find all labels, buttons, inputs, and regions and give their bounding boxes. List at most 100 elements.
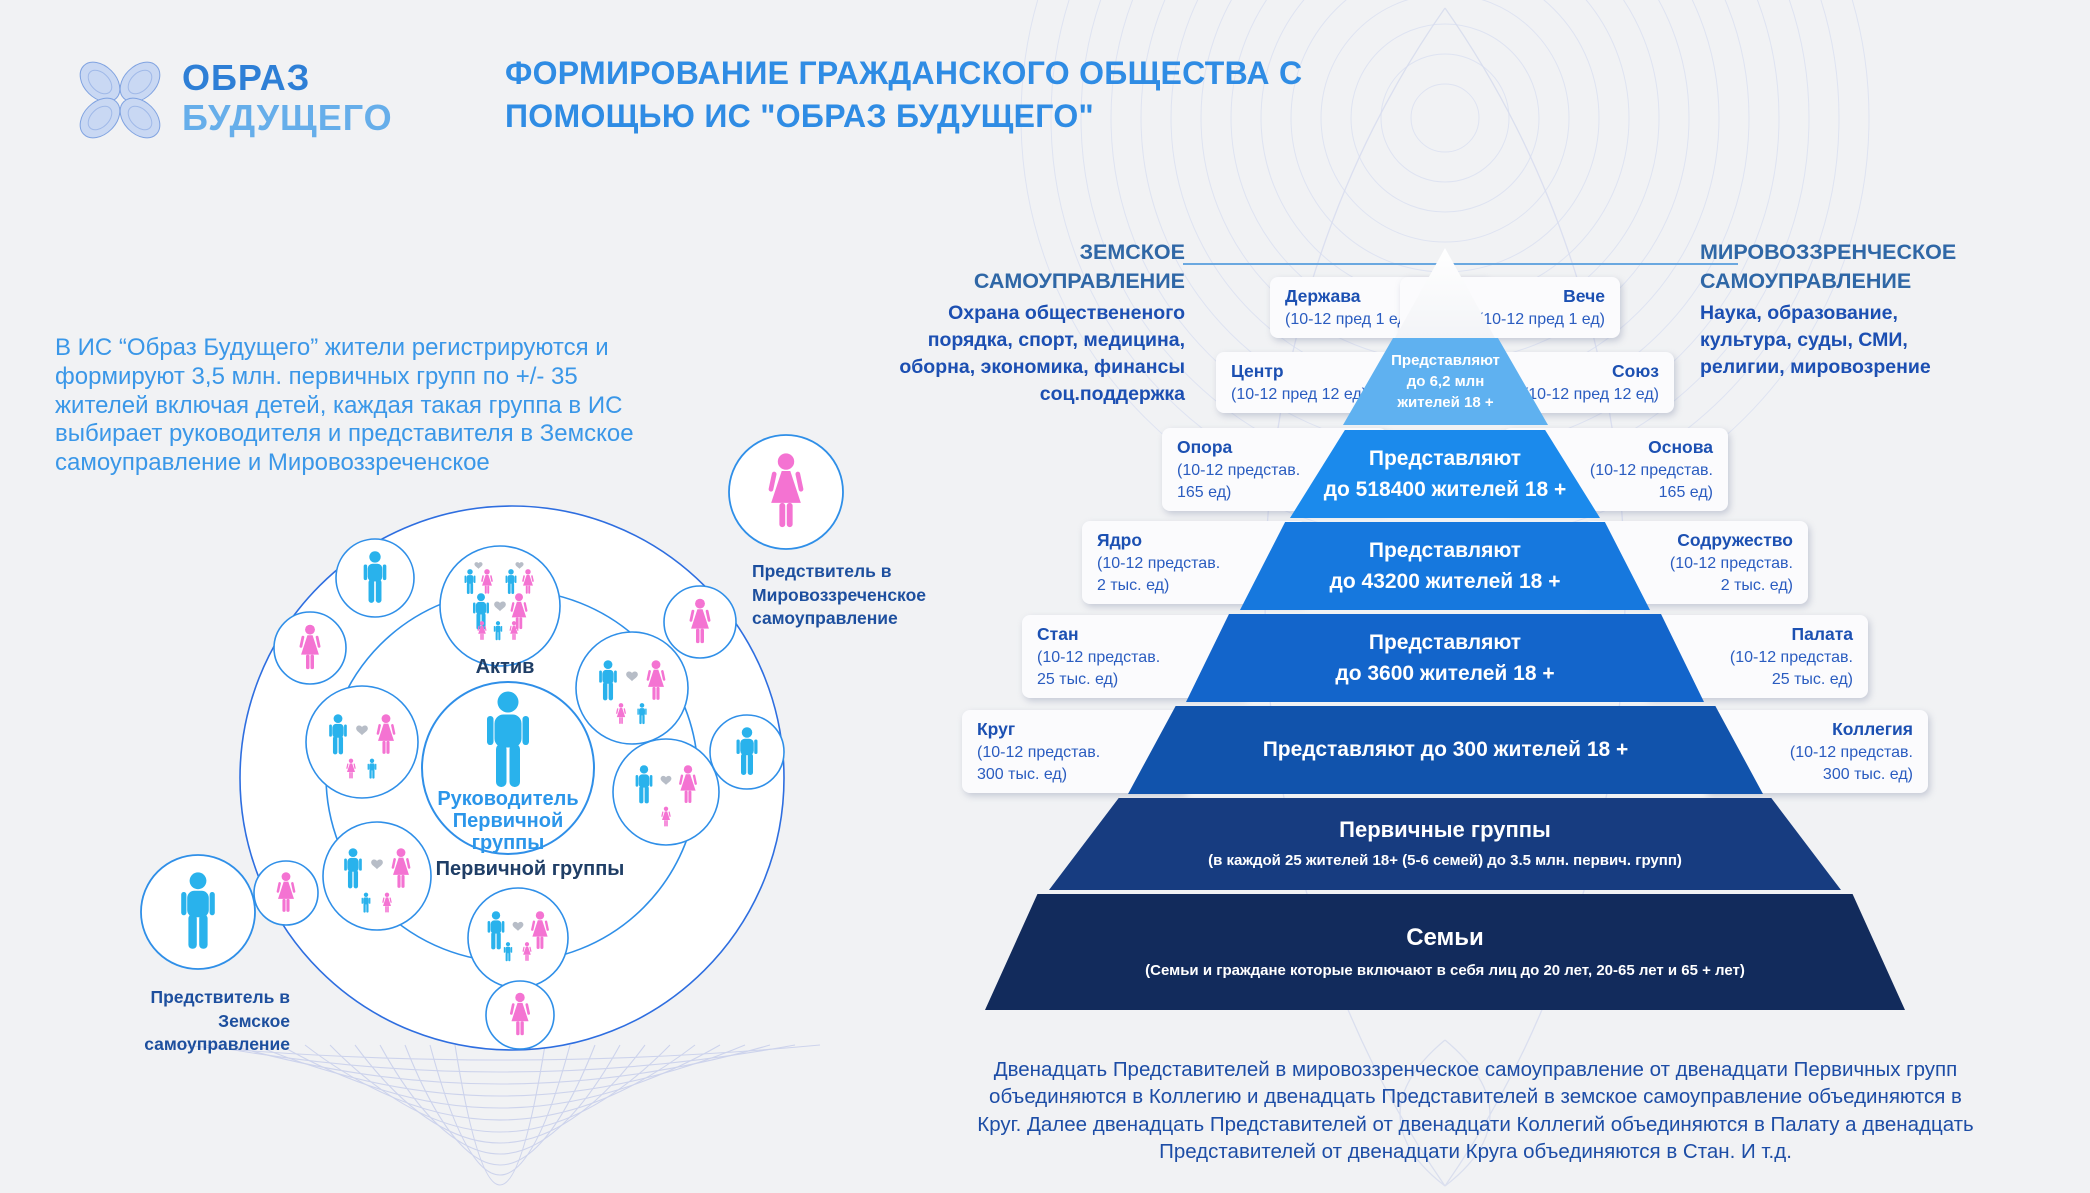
rep-mirovoz-circle <box>728 434 844 550</box>
intro-paragraph: В ИС “Образ Будущего” жители регистрирую… <box>55 334 634 477</box>
mirovoz-heading: МИРОВОЗЗРЕНЧЕСКОЕ САМОУПРАВЛЕНИЕ <box>1700 240 1957 294</box>
heart-icon <box>494 601 506 612</box>
level-text: Представляют до 518400 жителей 18 + <box>1323 446 1567 502</box>
level-text: Представляют до 43200 жителей 18 + <box>1329 538 1561 594</box>
man-icon <box>361 892 371 913</box>
woman-icon <box>530 911 550 949</box>
woman-icon <box>346 758 356 779</box>
woman-icon <box>391 848 411 888</box>
woman-icon <box>661 806 671 827</box>
man-icon <box>363 551 387 603</box>
woman-icon <box>522 569 534 594</box>
woman-icon <box>678 765 698 803</box>
man-icon <box>464 569 476 594</box>
label-name: Стан <box>1037 624 1079 644</box>
top-connector-line <box>1183 263 1738 265</box>
family-circle <box>575 631 689 745</box>
member-circle <box>335 538 415 618</box>
woman-icon <box>689 598 711 644</box>
member-circle <box>253 860 319 926</box>
man-icon <box>329 714 347 755</box>
label-name: Круг <box>977 719 1016 739</box>
heart-icon <box>626 671 638 682</box>
level-title: Первичные группы <box>1339 817 1551 843</box>
woman-icon <box>477 621 487 640</box>
member-circle <box>485 980 555 1050</box>
label-detail: (10-12 представ. 300 тыс. ед) <box>977 743 1101 783</box>
family-circle <box>439 545 561 667</box>
pyramid-level-300: Представляют до 300 жителей 18 + <box>1128 706 1763 794</box>
pyramid-level-3600: Представляют до 3600 жителей 18 + <box>1186 614 1704 702</box>
member-circle <box>273 611 347 685</box>
heart-icon <box>515 562 524 569</box>
rep-zemskoe-label: Предствитель в Земское самоуправление <box>144 987 290 1055</box>
heart-icon <box>474 562 483 569</box>
woman-icon <box>510 593 528 630</box>
heart-icon <box>371 859 383 870</box>
woman-icon <box>509 992 531 1036</box>
man-icon <box>635 765 653 804</box>
funnel-arcs-pattern <box>179 1044 821 1186</box>
man-icon <box>487 911 505 950</box>
man-icon <box>505 569 517 594</box>
zemskoe-description: Охрана обществененого порядка, спорт, ме… <box>899 302 1185 405</box>
man-icon <box>503 942 513 962</box>
primary-group-label: Первичной группы <box>435 858 625 880</box>
man-icon <box>493 621 503 641</box>
inner-aktiv-circle <box>325 589 699 963</box>
member-circle <box>663 585 737 659</box>
man-icon <box>473 593 489 630</box>
logo-line2: БУДУЩЕГО <box>182 97 393 139</box>
primary-group-diagram <box>140 434 844 1051</box>
man-icon <box>637 703 647 725</box>
level-subtitle: (Семьи и граждане которые включают в себ… <box>1145 961 1745 979</box>
label-detail: (10-12 представ. 2 тыс. ед) <box>1669 554 1793 594</box>
man-icon <box>599 660 617 701</box>
level-subtitle: (в каждой 25 жителей 18+ (5-6 семей) до … <box>1208 852 1682 870</box>
label-name: Коллегия <box>1832 719 1913 739</box>
label-name: Ядро <box>1097 530 1143 550</box>
footer-paragraph: Двенадцать Представителей в мировоззренч… <box>977 1058 1974 1164</box>
aktiv-label: Актив <box>475 656 535 678</box>
mirovoz-description: Наука, образование, культура, суды, СМИ,… <box>1700 302 1931 378</box>
woman-icon <box>481 569 493 594</box>
logo-wordmark: ОБРАЗ БУДУЩЕГО <box>182 57 393 139</box>
family-circle <box>467 887 569 989</box>
label-name: Содружество <box>1677 530 1793 550</box>
man-icon <box>367 758 377 779</box>
rep-zemskoe-circle <box>140 854 256 970</box>
woman-icon <box>376 714 396 754</box>
heart-icon <box>660 775 672 785</box>
leader-man-icon <box>487 691 529 787</box>
rep-mirovoz-label: Предствитель в Мировоззреченское самоупр… <box>752 561 927 629</box>
man-icon <box>344 848 362 889</box>
label-detail: (10-12 представ. 25 тыс. ед) <box>1729 648 1853 688</box>
member-circle <box>709 714 785 790</box>
rep-woman-icon <box>768 453 804 528</box>
pyramid-level-primary-groups: Первичные группы (в каждой 25 жителей 18… <box>1049 798 1841 890</box>
level-text: Представляют до 3600 жителей 18 + <box>1335 630 1555 686</box>
logo-line1: ОБРАЗ <box>182 57 311 98</box>
woman-icon <box>646 660 666 700</box>
logo-clover-icon <box>79 61 161 139</box>
level-title: Семьи <box>1406 923 1484 951</box>
page-title: ФОРМИРОВАНИЕ ГРАЖДАНСКОГО ОБЩЕСТВА С ПОМ… <box>505 55 1303 134</box>
woman-icon <box>299 624 321 670</box>
heart-icon <box>356 725 368 736</box>
family-circle <box>612 738 720 846</box>
pyramid-level-43200: Представляют до 43200 жителей 18 + <box>1240 522 1650 610</box>
label-name: Палата <box>1791 624 1853 644</box>
label-detail: (10-12 представ. 300 тыс. ед) <box>1789 743 1913 783</box>
rep-man-icon <box>181 872 215 949</box>
level-text: Представляют до 300 жителей 18 + <box>1262 738 1629 762</box>
woman-icon <box>615 703 627 724</box>
woman-icon <box>509 621 519 640</box>
pyramid-level-families: Семьи (Семьи и граждане которые включают… <box>985 894 1905 1010</box>
man-icon <box>736 727 758 775</box>
outer-group-circle <box>239 505 785 1051</box>
heart-icon <box>512 921 524 931</box>
label-detail: (10-12 представ. 2 тыс. ед) <box>1097 554 1221 594</box>
zemskoe-heading: ЗЕМСКОЕ САМОУПРАВЛЕНИЕ <box>973 240 1185 294</box>
label-detail: (10-12 представ. 25 тыс. ед) <box>1037 648 1161 688</box>
